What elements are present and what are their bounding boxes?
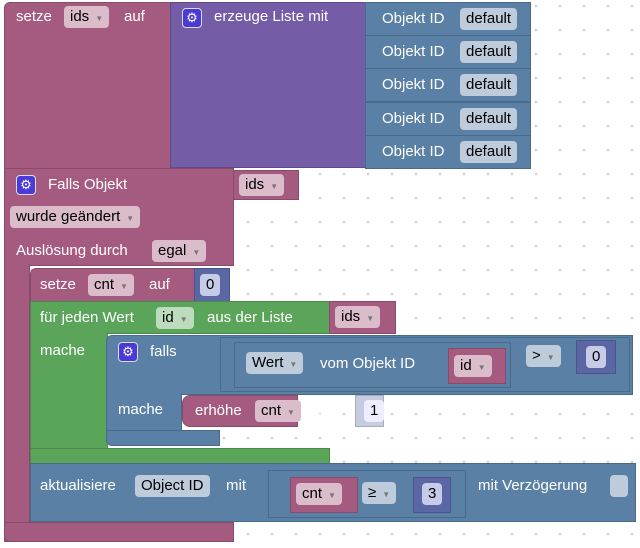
var-dropdown[interactable]: id ▼	[454, 355, 492, 377]
var-name: ids	[341, 308, 361, 325]
chevron-down-icon: ▼	[289, 360, 298, 369]
var-dropdown[interactable]: cnt ▼	[255, 400, 301, 422]
var-dropdown[interactable]: ids ▼	[239, 174, 285, 196]
object-id-field[interactable]: default	[460, 74, 518, 97]
by-value: egal	[158, 242, 187, 259]
trigger-bottom	[4, 522, 234, 542]
chevron-down-icon: ▼	[287, 408, 295, 417]
number-field[interactable]: 0	[200, 274, 221, 296]
do-label: mache	[118, 401, 164, 418]
increment-label: erhöhe	[195, 402, 242, 419]
object-id-field[interactable]: default	[460, 8, 518, 30]
chevron-down-icon: ▼	[95, 14, 104, 23]
gear-icon[interactable]: ⚙	[182, 8, 202, 28]
create-list-label: erzeuge Liste mit	[214, 8, 329, 25]
if-bottom	[106, 430, 220, 446]
operator-dropdown[interactable]: ≥▼	[362, 482, 397, 504]
operator-dropdown[interactable]: >▼	[526, 345, 561, 367]
operator-value: ≥	[368, 484, 377, 501]
object-id-label: Objekt ID	[382, 43, 445, 61]
object-id-field[interactable]: default	[460, 140, 518, 163]
var-name: cnt	[94, 276, 115, 293]
var-dropdown[interactable]: cnt ▼	[88, 274, 134, 296]
chevron-down-icon: ▼	[192, 248, 201, 257]
delay-checkbox[interactable]	[610, 475, 628, 497]
var-name: id	[460, 357, 472, 374]
trigger-label: Falls Objekt	[48, 176, 128, 193]
gear-icon[interactable]: ⚙	[16, 175, 36, 195]
from-label: aus der Liste	[207, 309, 293, 326]
create-list-block[interactable]	[170, 2, 366, 168]
object-id-label: Objekt ID	[382, 76, 445, 94]
var-dropdown[interactable]: ids ▼	[64, 6, 110, 28]
delay-label: mit Verzögerung	[478, 477, 588, 494]
object-id-label: Objekt ID	[382, 10, 445, 27]
object-id-field[interactable]: default	[460, 107, 518, 130]
trigger-arm	[4, 264, 30, 542]
var-name: ids	[245, 176, 265, 193]
by-label: um	[316, 402, 337, 419]
chevron-down-icon: ▼	[328, 491, 336, 500]
number-field[interactable]: 0	[586, 346, 607, 368]
chevron-down-icon: ▼	[270, 182, 279, 191]
object-id-label: Objekt ID	[382, 109, 445, 127]
chevron-down-icon: ▼	[179, 315, 188, 324]
property-value: Wert	[252, 354, 284, 371]
with-label: mit	[226, 477, 246, 494]
mode-value: wurde geändert	[16, 208, 121, 225]
set-ids-block[interactable]	[4, 2, 172, 170]
chevron-down-icon: ▼	[382, 490, 391, 499]
set-label: setze	[16, 8, 52, 25]
number-field[interactable]: 1	[364, 400, 385, 422]
set-label: setze	[40, 276, 76, 293]
foreach-arm	[30, 332, 108, 452]
var-name: id	[162, 309, 174, 326]
gear-icon[interactable]: ⚙	[118, 342, 138, 362]
property-dropdown[interactable]: Wert ▼	[246, 352, 304, 374]
var-name: ids	[70, 8, 90, 25]
object-id-field[interactable]: default	[460, 41, 518, 64]
object-id-label: Objekt ID	[382, 142, 445, 160]
var-dropdown[interactable]: cnt ▼	[296, 483, 342, 505]
chevron-down-icon: ▼	[366, 314, 375, 323]
mode-dropdown[interactable]: wurde geändert ▼	[10, 206, 141, 228]
object-id-field[interactable]: Object ID	[135, 475, 210, 497]
var-dropdown[interactable]: id ▼	[156, 307, 194, 329]
number-field[interactable]: 3	[422, 483, 443, 505]
update-label: aktualisiere	[40, 477, 116, 494]
chevron-down-icon: ▼	[126, 214, 135, 223]
if-label: falls	[150, 343, 177, 360]
chevron-down-icon: ▼	[546, 353, 555, 362]
do-label: mache	[40, 342, 86, 359]
var-name: cnt	[261, 402, 282, 419]
of-label: vom Objekt ID	[320, 355, 416, 372]
to-label: auf	[149, 276, 170, 293]
chevron-down-icon: ▼	[477, 363, 486, 372]
to-label: auf	[124, 8, 145, 25]
by-dropdown[interactable]: egal ▼	[152, 240, 207, 262]
var-name: cnt	[302, 485, 323, 502]
operator-value: >	[532, 347, 541, 364]
foreach-label: für jeden Wert	[40, 309, 134, 326]
var-dropdown[interactable]: ids ▼	[335, 306, 381, 328]
by-label: Auslösung durch	[16, 242, 128, 259]
chevron-down-icon: ▼	[120, 282, 128, 291]
